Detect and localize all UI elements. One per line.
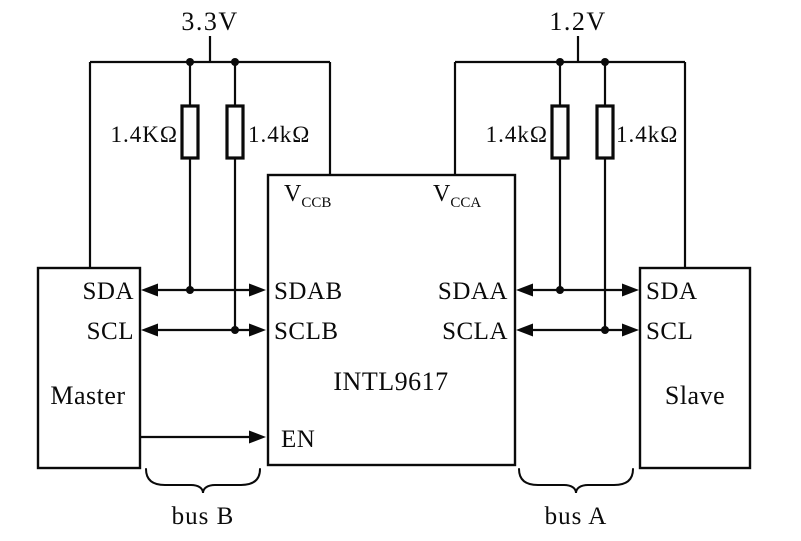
ic-scla-pin-label: SCLA — [442, 318, 508, 345]
sclb-left-arrowhead-icon — [141, 323, 158, 337]
sdaa-left-arrowhead-icon — [516, 283, 533, 297]
scla-left-arrowhead-icon — [516, 323, 533, 337]
master-box — [36, 266, 142, 470]
ic-title: INTL9617 — [333, 367, 448, 396]
junction-dot — [601, 58, 609, 66]
sdab-right-arrowhead-icon — [249, 283, 266, 297]
junction-dot — [231, 326, 239, 334]
ic-sdab-pin-label: SDAB — [274, 278, 343, 305]
right-supply-label: 1.2V — [549, 7, 606, 36]
sdab-left-arrowhead-icon — [141, 283, 158, 297]
left-scl-resistor — [225, 104, 245, 160]
ic-vcca-base-text: V — [433, 181, 451, 207]
master-scl-pin-label: SCL — [87, 318, 134, 345]
bus-a-brace — [518, 468, 634, 494]
junction-dot — [556, 286, 564, 294]
right-sda-resistor-label: 1.4kΩ — [486, 122, 548, 147]
sclb-right-arrowhead-icon — [249, 323, 266, 337]
master-title: Master — [50, 381, 125, 410]
right-scl-resistor-label: 1.4kΩ — [616, 122, 678, 147]
junction-dot — [186, 58, 194, 66]
slave-box — [638, 266, 752, 470]
slave-title: Slave — [665, 381, 725, 410]
ic-vccb-base-text: V — [284, 181, 302, 207]
right-sda-resistor — [550, 104, 570, 160]
junction-dot — [231, 58, 239, 66]
ic-vcca-pin-label: VCCA — [433, 181, 481, 211]
right-scl-resistor — [595, 104, 615, 160]
left-sda-resistor-label: 1.4KΩ — [111, 122, 178, 147]
slave-scl-pin-label: SCL — [646, 318, 693, 345]
bus-b-brace — [145, 468, 261, 494]
left-supply-label: 3.3V — [181, 7, 238, 36]
ic-en-pin-label: EN — [281, 426, 315, 453]
junction-dot — [186, 286, 194, 294]
ic-sclb-pin-label: SCLB — [274, 318, 339, 345]
slave-sda-pin-label: SDA — [646, 278, 698, 305]
bus-b-label: bus B — [172, 503, 235, 530]
ic-vccb-sub-text: CCB — [301, 195, 331, 211]
sdaa-right-arrowhead-icon — [622, 283, 639, 297]
ic-box — [266, 173, 517, 467]
master-sda-pin-label: SDA — [82, 278, 134, 305]
left-scl-resistor-label: 1.4kΩ — [248, 122, 310, 147]
ic-vcca-sub-text: CCA — [450, 195, 481, 211]
ic-sdaa-pin-label: SDAA — [438, 278, 508, 305]
en-arrowhead-icon — [249, 430, 266, 444]
scla-right-arrowhead-icon — [622, 323, 639, 337]
bus-a-label: bus A — [545, 503, 608, 530]
left-sda-resistor — [180, 104, 200, 160]
junction-dot — [601, 326, 609, 334]
ic-vccb-pin-label: VCCB — [284, 181, 331, 211]
junction-dot — [556, 58, 564, 66]
